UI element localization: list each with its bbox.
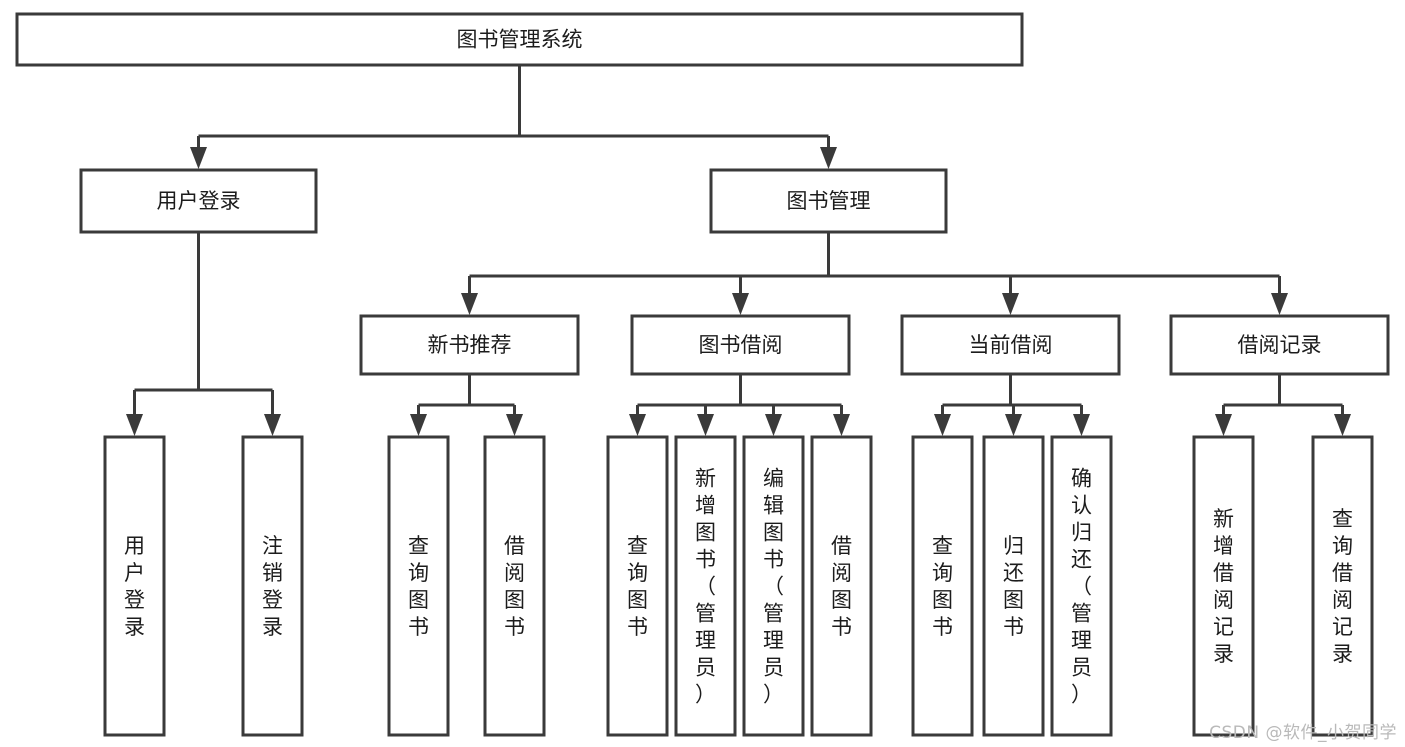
node-box-leaf-add-borrow-record[interactable] xyxy=(1192,435,1255,737)
node-layer: 图书管理系统用户登录图书管理新书推荐图书借阅当前借阅借阅记录用户登录注销登录查询… xyxy=(15,12,1390,737)
node-leaf-edit-book[interactable]: 编辑图书（管理员） xyxy=(742,435,805,737)
node-box-leaf-query-book-borrow[interactable] xyxy=(606,435,669,737)
arrow-head-icon xyxy=(833,414,850,436)
arrow-head-icon xyxy=(1005,414,1022,436)
node-new-book-recommend[interactable]: 新书推荐 xyxy=(359,314,580,376)
connector-group-user-login xyxy=(126,232,281,436)
node-box-leaf-query-book-current[interactable] xyxy=(911,435,974,737)
node-label-book-borrow: 图书借阅 xyxy=(699,333,783,357)
node-box-leaf-user-login[interactable] xyxy=(103,435,166,737)
node-leaf-logout[interactable]: 注销登录 xyxy=(241,435,304,737)
node-label-leaf-confirm-return: 确认归还（管理员） xyxy=(1071,467,1092,707)
arrow-head-icon xyxy=(410,414,427,436)
node-root[interactable]: 图书管理系统 xyxy=(15,12,1024,67)
node-leaf-query-book-recommend[interactable]: 查询图书 xyxy=(387,435,450,737)
arrow-head-icon xyxy=(697,414,714,436)
node-box-leaf-add-book[interactable] xyxy=(674,435,737,737)
node-label-leaf-user-login: 用户登录 xyxy=(124,534,145,639)
node-box-borrow-record[interactable] xyxy=(1169,314,1390,376)
edge-layer xyxy=(126,65,1351,436)
arrow-head-icon xyxy=(1002,293,1019,315)
node-leaf-user-login[interactable]: 用户登录 xyxy=(103,435,166,737)
arrow-head-icon xyxy=(1271,293,1288,315)
node-label-current-borrow: 当前借阅 xyxy=(969,333,1053,357)
node-box-book-borrow[interactable] xyxy=(630,314,851,376)
node-box-leaf-return-book[interactable] xyxy=(982,435,1045,737)
connector-group-book-borrow xyxy=(629,374,850,436)
node-label-borrow-record: 借阅记录 xyxy=(1238,333,1322,357)
arrow-head-icon xyxy=(126,414,143,436)
node-leaf-add-book[interactable]: 新增图书（管理员） xyxy=(674,435,737,737)
connector-group-book-manage xyxy=(461,232,1288,315)
connector-group-borrow-record xyxy=(1215,374,1351,436)
node-leaf-query-borrow-record[interactable]: 查询借阅记录 xyxy=(1311,435,1374,737)
node-label-leaf-add-borrow-record: 新增借阅记录 xyxy=(1213,507,1234,666)
node-label-leaf-edit-book: 编辑图书（管理员） xyxy=(763,467,784,707)
arrow-head-icon xyxy=(264,414,281,436)
node-leaf-add-borrow-record[interactable]: 新增借阅记录 xyxy=(1192,435,1255,737)
arrow-head-icon xyxy=(934,414,951,436)
arrow-head-icon xyxy=(1334,414,1351,436)
node-label-leaf-query-book-recommend: 查询图书 xyxy=(408,534,429,639)
node-box-leaf-confirm-return[interactable] xyxy=(1050,435,1113,737)
node-label-root: 图书管理系统 xyxy=(457,28,583,52)
node-book-manage[interactable]: 图书管理 xyxy=(709,168,948,234)
node-box-leaf-borrow-book[interactable] xyxy=(810,435,873,737)
arrow-head-icon xyxy=(1215,414,1232,436)
node-label-leaf-borrow-book-recommend: 借阅图书 xyxy=(504,534,525,639)
arrow-head-icon xyxy=(820,147,837,169)
node-box-leaf-edit-book[interactable] xyxy=(742,435,805,737)
arrow-head-icon xyxy=(629,414,646,436)
node-leaf-return-book[interactable]: 归还图书 xyxy=(982,435,1045,737)
node-label-leaf-add-book: 新增图书（管理员） xyxy=(695,467,716,707)
connector-group-current-borrow xyxy=(934,374,1090,436)
node-label-leaf-query-borrow-record: 查询借阅记录 xyxy=(1332,507,1353,666)
node-leaf-query-book-borrow[interactable]: 查询图书 xyxy=(606,435,669,737)
node-box-leaf-query-book-recommend[interactable] xyxy=(387,435,450,737)
node-label-leaf-query-book-borrow: 查询图书 xyxy=(627,534,648,639)
arrow-head-icon xyxy=(765,414,782,436)
node-box-current-borrow[interactable] xyxy=(900,314,1121,376)
node-box-leaf-query-borrow-record[interactable] xyxy=(1311,435,1374,737)
connector-group-root xyxy=(190,65,837,169)
node-leaf-borrow-book-recommend[interactable]: 借阅图书 xyxy=(483,435,546,737)
node-box-leaf-borrow-book-recommend[interactable] xyxy=(483,435,546,737)
node-label-leaf-logout: 注销登录 xyxy=(262,534,283,639)
node-current-borrow[interactable]: 当前借阅 xyxy=(900,314,1121,376)
node-leaf-borrow-book[interactable]: 借阅图书 xyxy=(810,435,873,737)
node-label-leaf-return-book: 归还图书 xyxy=(1003,534,1024,639)
node-box-book-manage[interactable] xyxy=(709,168,948,234)
node-box-leaf-logout[interactable] xyxy=(241,435,304,737)
node-user-login[interactable]: 用户登录 xyxy=(79,168,318,234)
node-box-new-book-recommend[interactable] xyxy=(359,314,580,376)
node-leaf-query-book-current[interactable]: 查询图书 xyxy=(911,435,974,737)
arrow-head-icon xyxy=(506,414,523,436)
arrow-head-icon xyxy=(732,293,749,315)
node-box-root[interactable] xyxy=(15,12,1024,67)
node-label-user-login: 用户登录 xyxy=(157,189,241,213)
node-box-user-login[interactable] xyxy=(79,168,318,234)
node-book-borrow[interactable]: 图书借阅 xyxy=(630,314,851,376)
node-label-leaf-query-book-current: 查询图书 xyxy=(932,534,953,639)
node-leaf-confirm-return[interactable]: 确认归还（管理员） xyxy=(1050,435,1113,737)
arrow-head-icon xyxy=(461,293,478,315)
node-label-new-book-recommend: 新书推荐 xyxy=(428,333,512,357)
node-label-leaf-borrow-book: 借阅图书 xyxy=(831,534,852,639)
csdn-watermark: CSDN @软件_小贺同学 xyxy=(1209,723,1397,743)
arrow-head-icon xyxy=(1073,414,1090,436)
arrow-head-icon xyxy=(190,147,207,169)
node-borrow-record[interactable]: 借阅记录 xyxy=(1169,314,1390,376)
node-label-book-manage: 图书管理 xyxy=(787,189,871,213)
connector-group-new-book-recommend xyxy=(410,374,523,436)
